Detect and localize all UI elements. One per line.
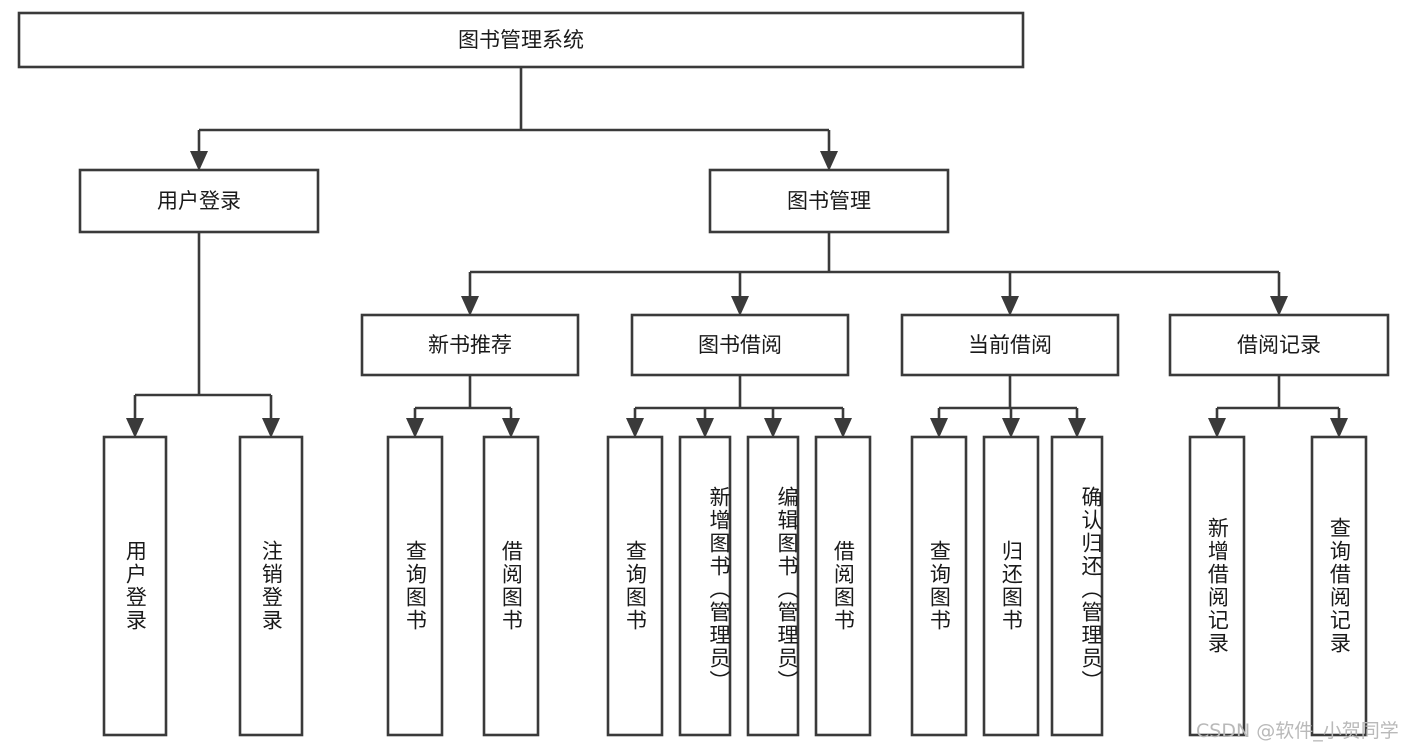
arrow-head-icon (1270, 296, 1288, 316)
arrow-head-icon (1208, 418, 1226, 438)
node-leaf-4[interactable] (606, 435, 664, 737)
node-leaf-10-box[interactable] (1050, 435, 1104, 737)
arrow-head-icon (1002, 418, 1020, 438)
connector-group (190, 67, 838, 171)
connector-group (1208, 375, 1348, 438)
node-leaf-6[interactable] (746, 435, 800, 737)
arrow-head-icon (1001, 296, 1019, 316)
node-leaf-7[interactable] (814, 435, 872, 737)
arrow-head-icon (262, 418, 280, 438)
node-leaf-12[interactable] (1310, 435, 1368, 737)
node-root-label: 图书管理系统 (458, 28, 584, 52)
node-level2-1-box[interactable] (708, 168, 950, 234)
arrow-head-icon (126, 418, 144, 438)
node-leaf-12-box[interactable] (1310, 435, 1368, 737)
arrow-head-icon (502, 418, 520, 438)
node-level3-3-box[interactable] (1168, 313, 1390, 377)
arrow-head-icon (930, 418, 948, 438)
node-leaf-11[interactable] (1188, 435, 1246, 737)
node-level2-0[interactable]: 用户登录 (78, 168, 320, 234)
node-leaf-3-box[interactable] (482, 435, 540, 737)
node-root[interactable]: 图书管理系统 (17, 11, 1025, 69)
node-level2-0-box[interactable] (78, 168, 320, 234)
connector-group (626, 375, 852, 438)
node-leaf-4-box[interactable] (606, 435, 664, 737)
node-leaf-9-box[interactable] (982, 435, 1040, 737)
arrow-head-icon (1068, 418, 1086, 438)
node-leaf-6-box[interactable] (746, 435, 800, 737)
arrow-head-icon (1330, 418, 1348, 438)
node-level3-3[interactable]: 借阅记录 (1168, 313, 1390, 377)
arrow-head-icon (406, 418, 424, 438)
arrow-head-icon (696, 418, 714, 438)
node-level3-0-box[interactable] (360, 313, 580, 377)
node-level3-2-label: 当前借阅 (968, 333, 1052, 357)
arrow-head-icon (461, 296, 479, 316)
connector-group (461, 232, 1288, 316)
node-level3-0-label: 新书推荐 (428, 333, 512, 357)
node-level3-1-label: 图书借阅 (698, 333, 782, 357)
node-leaf-9[interactable] (982, 435, 1040, 737)
arrow-head-icon (764, 418, 782, 438)
node-leaf-2-box[interactable] (386, 435, 444, 737)
arrow-head-icon (190, 151, 208, 171)
node-level2-1-label: 图书管理 (787, 189, 871, 213)
arrow-head-icon (834, 418, 852, 438)
node-leaf-8[interactable] (910, 435, 968, 737)
node-level3-1[interactable]: 图书借阅 (630, 313, 850, 377)
node-leaf-0-box[interactable] (102, 435, 168, 737)
node-leaf-1-box[interactable] (238, 435, 304, 737)
node-leaf-5[interactable] (678, 435, 732, 737)
node-leaf-11-box[interactable] (1188, 435, 1246, 737)
node-leaf-8-box[interactable] (910, 435, 968, 737)
node-level3-1-box[interactable] (630, 313, 850, 377)
connector-group (406, 375, 520, 438)
connector-group (126, 232, 280, 438)
node-level3-0[interactable]: 新书推荐 (360, 313, 580, 377)
node-level2-1[interactable]: 图书管理 (708, 168, 950, 234)
connector-group (930, 375, 1086, 438)
arrow-head-icon (820, 151, 838, 171)
node-leaf-3[interactable] (482, 435, 540, 737)
node-leaf-2[interactable] (386, 435, 444, 737)
node-leaf-5-box[interactable] (678, 435, 732, 737)
node-level3-3-label: 借阅记录 (1237, 333, 1321, 357)
node-leaf-10[interactable] (1050, 435, 1104, 737)
node-level2-0-label: 用户登录 (157, 189, 241, 213)
node-root-box[interactable] (17, 11, 1025, 69)
node-level3-2-box[interactable] (900, 313, 1120, 377)
arrow-head-icon (626, 418, 644, 438)
node-leaf-0[interactable] (102, 435, 168, 737)
connectors-layer (126, 67, 1348, 438)
arrow-head-icon (731, 296, 749, 316)
node-leaf-7-box[interactable] (814, 435, 872, 737)
node-level3-2[interactable]: 当前借阅 (900, 313, 1120, 377)
node-leaf-1[interactable] (238, 435, 304, 737)
